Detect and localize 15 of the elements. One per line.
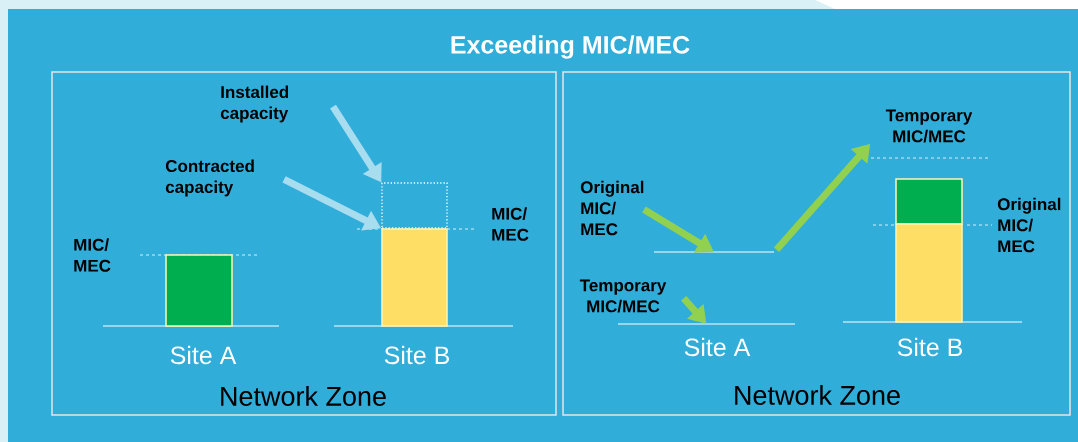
level-label: Original MIC/ MEC [997, 197, 1061, 253]
callout-text: Original MIC/ MEC [580, 180, 644, 236]
bar [381, 228, 448, 327]
level-label: MIC/ MEC [492, 207, 529, 241]
capacity-outline [381, 182, 448, 229]
callout-text: Temporary MIC/MEC [870, 109, 991, 159]
callout-text: Contracted capacity [165, 159, 254, 197]
title: Exceeding MIC/MEC [451, 35, 690, 59]
baseline [617, 323, 796, 325]
callout-text: Installed capacity [220, 85, 289, 123]
level-line [653, 251, 775, 253]
bar [165, 254, 233, 327]
bar [895, 223, 963, 323]
bar [895, 178, 963, 225]
callout-text: Temporary MIC/MEC [579, 279, 667, 313]
